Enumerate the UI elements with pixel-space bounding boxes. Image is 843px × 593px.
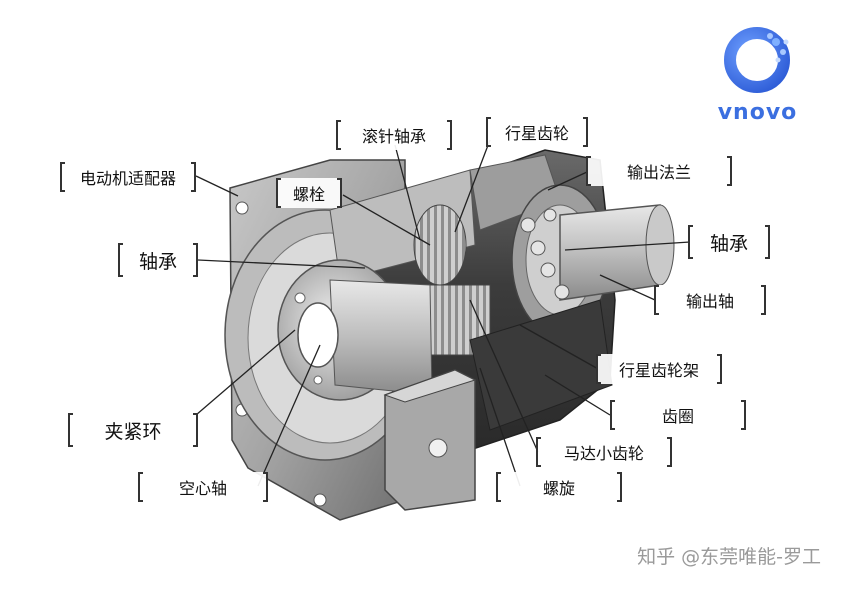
- vnovo-logo-text: vnovo: [717, 100, 798, 125]
- output-bearing-balls: [520, 208, 570, 300]
- watermark-text: 知乎 @东莞唯能-罗工: [637, 546, 821, 568]
- label-motor-adapter: 电动机适配器: [60, 162, 196, 192]
- label-ring-gear: 齿圈: [610, 400, 746, 430]
- label-bearing-left: 轴承: [118, 243, 198, 277]
- label-hollow-shaft: 空心轴: [138, 472, 268, 502]
- vnovo-logo-mark: [724, 27, 790, 93]
- leader-lines: [195, 139, 691, 487]
- label-output-flange: 输出法兰: [586, 156, 732, 186]
- label-bearing-right: 轴承: [688, 225, 770, 259]
- clamp-block: [383, 369, 477, 511]
- label-planet-carrier: 行星齿轮架: [596, 354, 722, 384]
- label-output-shaft: 输出轴: [654, 285, 766, 315]
- ring-gear: [469, 299, 613, 431]
- label-clamp-ring: 夹紧环: [68, 413, 198, 447]
- label-motor-pinion: 马达小齿轮: [536, 437, 672, 467]
- hollow-shaft: [297, 279, 433, 396]
- planet-gear: [413, 204, 467, 286]
- label-planet-gear: 行星齿轮: [486, 117, 588, 147]
- output-shaft: [559, 204, 675, 301]
- label-needle-bearing: 滚针轴承: [336, 120, 452, 150]
- label-bolt: 螺栓: [276, 178, 342, 208]
- label-helix: 螺旋: [496, 472, 622, 502]
